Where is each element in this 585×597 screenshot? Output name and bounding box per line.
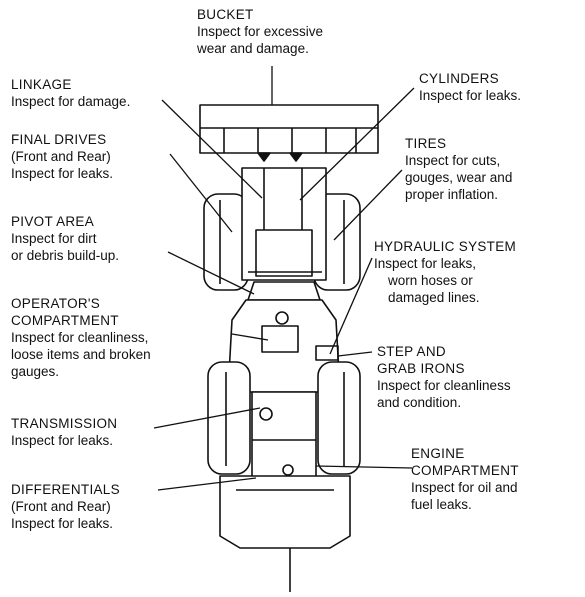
cylinders-line-1: Inspect for leaks. [419,88,522,103]
counterweight-shape [219,475,351,549]
step-grab-irons-title: STEP AND [377,344,446,359]
pivot-area-label: PIVOT AREA Inspect for dirt or debris bu… [11,213,119,264]
transmission-line-1: Inspect for leaks. [11,433,114,448]
leader-lines [153,66,415,491]
differentials-line-2: Inspect for leaks. [11,516,114,531]
hydraulic-system-title: HYDRAULIC SYSTEM [374,239,517,254]
hydraulic-system-line-3: damaged lines. [388,290,480,305]
step-grab-irons-line-1: Inspect for cleanliness [377,378,511,393]
engine-compartment-line-2: fuel leaks. [411,497,472,512]
operators-compartment-title-2: COMPARTMENT [11,313,119,328]
tires-title: TIRES [405,136,447,151]
linkage-title: LINKAGE [11,77,72,92]
hydraulic-system-line-1: Inspect for leaks, [374,256,477,271]
final-drives-label: FINAL DRIVES (Front and Rear) Inspect fo… [11,131,113,182]
operators-compartment-title: OPERATOR'S [11,296,101,311]
step-grab-irons-title-2: GRAB IRONS [377,361,465,376]
operators-compartment-line-3: gauges. [11,364,60,379]
final-drives-title: FINAL DRIVES [11,132,107,147]
linkage-label: LINKAGE Inspect for damage. [11,76,130,110]
transmission-title: TRANSMISSION [11,416,118,431]
operators-compartment-label: OPERATOR'S COMPARTMENT Inspect for clean… [11,295,151,380]
pivot-area-line-2: or debris build-up. [11,248,120,263]
bucket-shape [199,104,379,162]
final-drives-line-1: (Front and Rear) [11,149,111,164]
linkage-line-1: Inspect for damage. [11,94,131,109]
pivot-area-line-1: Inspect for dirt [11,231,97,246]
pivot-area-title: PIVOT AREA [11,214,95,229]
tires-label: TIRES Inspect for cuts, gouges, wear and… [405,135,512,203]
bucket-line-1: Inspect for excessive [197,24,324,39]
cylinders-title: CYLINDERS [419,71,499,86]
tires-line-3: proper inflation. [405,187,499,202]
tires-line-1: Inspect for cuts, [405,153,501,168]
step-grab-irons-line-2: and condition. [377,395,462,410]
transmission-label: TRANSMISSION Inspect for leaks. [11,415,117,449]
bucket-title: BUCKET [197,7,254,22]
engine-compartment-label: ENGINE COMPARTMENT Inspect for oil and f… [411,445,519,513]
tires-line-2: gouges, wear and [405,170,513,185]
differentials-label: DIFFERENTIALS (Front and Rear) Inspect f… [11,481,120,532]
operators-compartment-line-1: Inspect for cleanliness, [11,330,149,345]
differentials-line-1: (Front and Rear) [11,499,111,514]
hydraulic-system-line-2: worn hoses or [388,273,473,288]
front-frame-shape [241,167,327,281]
final-drives-line-2: Inspect for leaks. [11,166,114,181]
engine-compartment-title-2: COMPARTMENT [411,463,519,478]
bucket-label: BUCKET Inspect for excessive wear and da… [197,6,323,57]
cylinders-label: CYLINDERS Inspect for leaks. [419,70,521,104]
hydraulic-system-label: HYDRAULIC SYSTEM Inspect for leaks, worn… [374,238,516,306]
engine-compartment-line-1: Inspect for oil and [411,480,518,495]
step-grab-irons-label: STEP AND GRAB IRONS Inspect for cleanlin… [377,343,511,411]
rear-tires-shape [207,361,361,475]
differentials-title: DIFFERENTIALS [11,482,120,497]
engine-compartment-title: ENGINE [411,446,465,461]
pivot-shape [247,281,321,301]
operators-compartment-line-2: loose items and broken [11,347,151,362]
bucket-line-2: wear and damage. [197,41,309,56]
